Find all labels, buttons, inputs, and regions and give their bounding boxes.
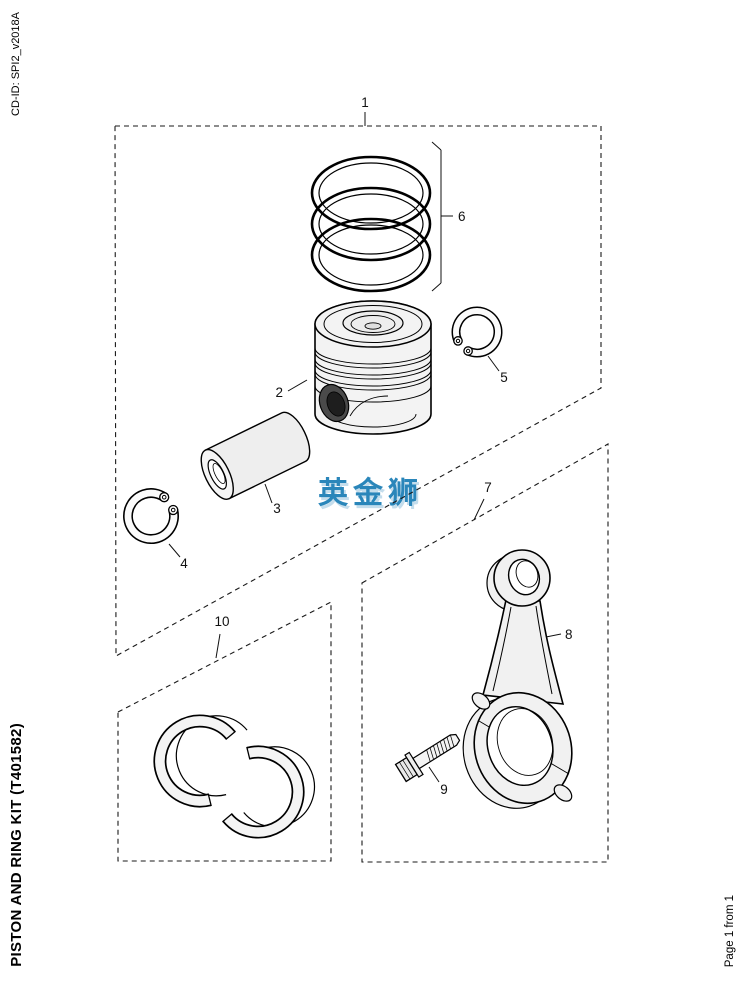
callout-snap-ring-right[interactable]: 5 xyxy=(500,370,508,385)
callout-bearing-set[interactable]: 10 xyxy=(214,614,229,629)
bearing-shell-right xyxy=(222,745,316,839)
leader-9 xyxy=(428,766,440,783)
piston-illustration xyxy=(314,300,432,435)
bearing-shells-illustration xyxy=(153,714,316,839)
watermark: 英金狮 xyxy=(318,477,423,510)
rod-bolt-illustration xyxy=(394,733,461,783)
callout-conrod-group[interactable]: 7 xyxy=(484,480,492,495)
callout-ring-set[interactable]: 6 xyxy=(458,209,466,224)
callout-rod-bolt[interactable]: 9 xyxy=(440,782,448,797)
ring-set-bracket xyxy=(431,141,453,292)
snap-ring-right-illustration xyxy=(451,306,503,358)
leader-7 xyxy=(473,498,485,521)
callout-connecting-rod[interactable]: 8 xyxy=(565,627,573,642)
piston-pin-illustration xyxy=(200,411,311,500)
leader-3 xyxy=(264,483,273,504)
conrod-group-box xyxy=(361,443,609,863)
leader-2 xyxy=(287,379,308,392)
callout-piston-pin[interactable]: 3 xyxy=(273,501,281,516)
bearing-shell-left xyxy=(153,714,248,808)
kit-boundary-box xyxy=(114,125,602,657)
leader-10 xyxy=(215,633,221,659)
callout-snap-ring-left[interactable]: 4 xyxy=(180,556,188,571)
leader-4 xyxy=(168,543,181,558)
piston-ring-set-illustration xyxy=(310,155,432,293)
callout-kit[interactable]: 1 xyxy=(361,95,369,110)
bearing-group-box xyxy=(117,601,332,862)
callout-piston[interactable]: 2 xyxy=(275,385,283,400)
connecting-rod-illustration xyxy=(462,549,573,809)
leader-8 xyxy=(545,633,562,638)
snap-ring-left-illustration xyxy=(123,488,179,545)
leader-5 xyxy=(487,355,500,372)
callout-leaders xyxy=(168,112,562,783)
